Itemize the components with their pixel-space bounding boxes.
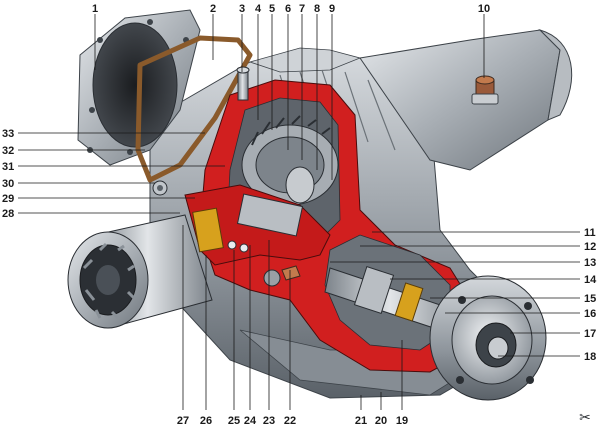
fastening-nut xyxy=(152,180,168,196)
callout-number: 27 xyxy=(177,415,189,427)
callout-number: 15 xyxy=(584,293,596,305)
output-flange xyxy=(429,275,547,401)
callout-number: 13 xyxy=(584,257,596,269)
callout-number: 29 xyxy=(2,193,14,205)
callout-number: 2 xyxy=(210,3,216,15)
callout-number: 33 xyxy=(2,128,14,140)
callout-number: 32 xyxy=(2,145,14,157)
callouts-bottom: 27 26 25 24 23 22 21 20 19 xyxy=(177,415,408,427)
callout-number: 5 xyxy=(269,3,275,15)
callout-number: 22 xyxy=(284,415,296,427)
callout-number: 1 xyxy=(92,3,98,15)
callout-number: 9 xyxy=(329,3,335,15)
input-shaft-section xyxy=(184,184,331,266)
breather-valve xyxy=(471,75,499,105)
callout-number: 31 xyxy=(2,161,14,173)
ring-gear xyxy=(241,115,339,206)
callouts-top: 1 2 3 4 5 6 7 8 9 10 xyxy=(92,3,490,15)
callout-number: 8 xyxy=(314,3,320,15)
callout-number: 4 xyxy=(255,3,262,15)
leader-lines xyxy=(18,14,580,410)
callout-number: 7 xyxy=(299,3,305,15)
callout-number: 25 xyxy=(228,415,240,427)
callout-number: 26 xyxy=(200,415,212,427)
callout-number: 28 xyxy=(2,208,14,220)
callouts-left: 33 32 31 30 29 28 xyxy=(2,128,14,220)
stud-bolt xyxy=(236,66,250,101)
callout-number: 30 xyxy=(2,178,14,190)
callout-number: 21 xyxy=(355,415,367,427)
watermark-icon: ✂ xyxy=(579,410,591,426)
callouts-right: 11 12 13 14 15 16 17 18 xyxy=(584,227,597,363)
callout-number: 16 xyxy=(584,308,596,320)
drain-plug xyxy=(263,265,301,287)
callout-number: 20 xyxy=(375,415,387,427)
callout-number: 19 xyxy=(396,415,408,427)
callout-number: 14 xyxy=(584,274,597,286)
callout-number: 23 xyxy=(263,415,275,427)
callout-number: 17 xyxy=(584,328,596,340)
callout-number: 3 xyxy=(239,3,245,15)
callout-number: 6 xyxy=(285,3,291,15)
callout-number: 24 xyxy=(244,415,257,427)
callout-number: 12 xyxy=(584,241,596,253)
callout-number: 11 xyxy=(584,227,596,239)
callout-number: 18 xyxy=(584,351,596,363)
callout-number: 10 xyxy=(478,3,490,15)
